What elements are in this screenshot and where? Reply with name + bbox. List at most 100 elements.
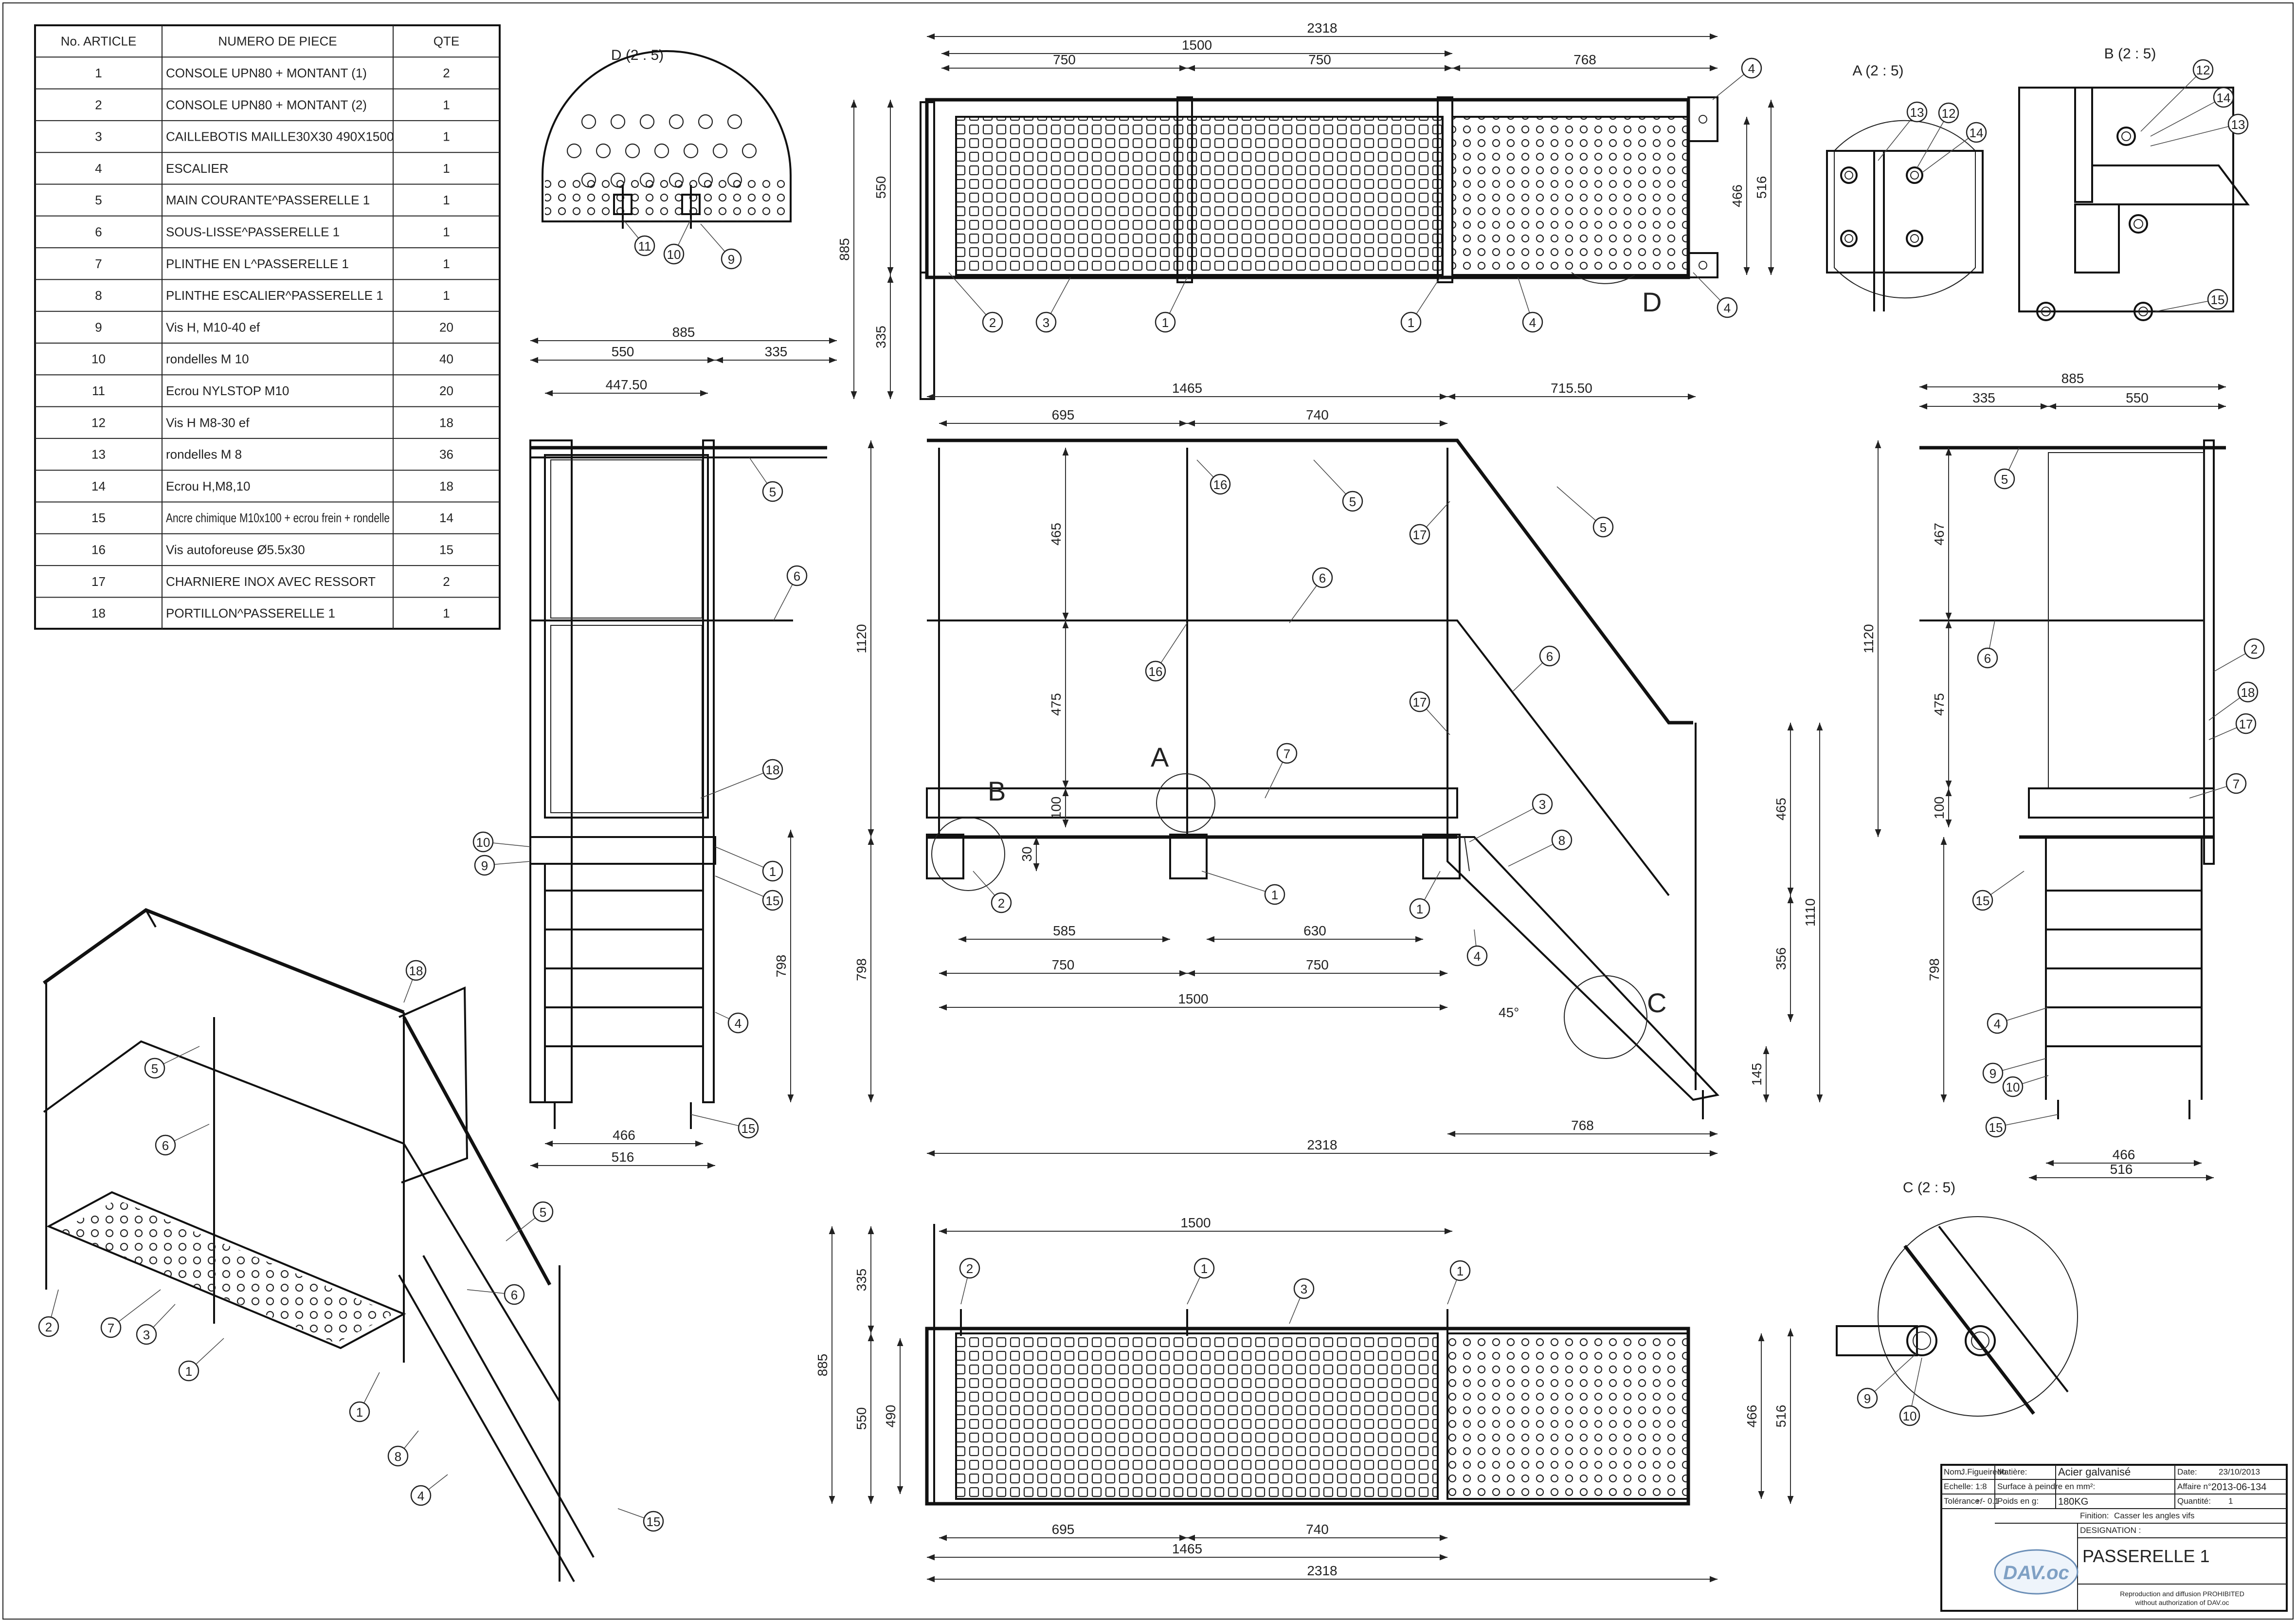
dimension-value: 750 xyxy=(1052,957,1075,972)
balloon-number: 3 xyxy=(143,1328,150,1342)
tb-matiere-label: Matière: xyxy=(1997,1467,2027,1476)
detail-c-title: C (2 : 5) xyxy=(1903,1180,1955,1196)
item-balloon: 6 xyxy=(786,565,808,586)
balloon-number: 4 xyxy=(417,1489,424,1503)
bom-name-cell: CAILLEBOTIS MAILLE30X30 490X1500 xyxy=(166,129,394,144)
bom-name-cell: SOUS-LISSE^PASSERELLE 1 xyxy=(166,224,340,239)
balloon-number: 14 xyxy=(1970,126,1984,140)
balloon-number: 15 xyxy=(766,893,780,908)
bom-name-cell: ESCALIER xyxy=(166,161,229,176)
item-balloon: 3 xyxy=(1293,1278,1315,1299)
balloon-number: 5 xyxy=(151,1061,158,1076)
balloon-number: 5 xyxy=(1349,494,1356,509)
item-balloon: 1 xyxy=(1193,1258,1215,1279)
angle-label: 45° xyxy=(1499,1005,1519,1020)
balloon-number: 6 xyxy=(1319,571,1326,585)
item-balloon: 10 xyxy=(2002,1076,2024,1097)
bom-no-cell: 3 xyxy=(95,129,102,144)
item-balloon: 2 xyxy=(959,1258,980,1279)
balloon-number: 12 xyxy=(1942,106,1956,121)
bom-name-cell: Vis H, M10-40 ef xyxy=(166,320,260,334)
bom-no-cell: 6 xyxy=(95,224,102,239)
bom-qty-cell: 1 xyxy=(443,97,450,112)
balloon-number: 16 xyxy=(1149,664,1163,679)
item-balloon: 1 xyxy=(1155,311,1176,333)
balloon-number: 10 xyxy=(476,835,490,850)
dimension-value: 585 xyxy=(1053,923,1076,938)
tb-matiere: Acier galvanisé xyxy=(2058,1466,2131,1478)
balloon-number: 3 xyxy=(1043,315,1049,330)
balloon-number: 4 xyxy=(1748,61,1755,76)
balloon-number: 4 xyxy=(1474,949,1481,964)
item-balloon: 8 xyxy=(387,1445,409,1467)
balloon-number: 5 xyxy=(540,1205,546,1220)
item-balloon: 2 xyxy=(982,311,1003,333)
dimension-value: 335 xyxy=(873,326,888,348)
bom-no-cell: 18 xyxy=(91,606,106,620)
item-balloon: 9 xyxy=(474,855,495,876)
balloon-number: 11 xyxy=(638,239,651,254)
dimension-value: 2318 xyxy=(1307,20,1337,36)
dimension-value: 516 xyxy=(1773,1405,1789,1428)
dimension-value: 335 xyxy=(765,344,788,359)
tb-designation-label: DESIGNATION : xyxy=(2080,1526,2141,1535)
dimension-value: 2318 xyxy=(1307,1137,1337,1152)
balloon-leader xyxy=(2155,299,2218,312)
bom-no-cell: 1 xyxy=(95,66,102,80)
balloon-number: 4 xyxy=(1994,1017,2001,1031)
balloon-number: 7 xyxy=(2233,777,2240,791)
dimension-value: 1500 xyxy=(1182,37,1212,53)
tb-date-label: Date: xyxy=(2177,1467,2197,1476)
bom-name-cell: Vis autoforeuse Ø5.5x30 xyxy=(166,542,305,557)
balloon-number: 5 xyxy=(769,485,776,499)
detail-b-title: B (2 : 5) xyxy=(2104,46,2156,62)
tb-finition-label: Finition: xyxy=(2080,1511,2109,1520)
balloon-number: 5 xyxy=(1600,520,1607,535)
logo-text: DAV.oc xyxy=(2003,1562,2069,1584)
dimension-value: 695 xyxy=(1052,1522,1075,1537)
bom-qty-cell: 1 xyxy=(443,129,450,144)
bom-no-cell: 10 xyxy=(91,352,106,366)
item-balloon: 15 xyxy=(2207,289,2228,310)
tb-quantite: 1 xyxy=(2228,1496,2233,1506)
bottom-view xyxy=(925,1224,1690,1506)
balloon-number: 1 xyxy=(1416,902,1423,916)
bom-no-cell: 11 xyxy=(92,383,105,398)
bom-qty-cell: 1 xyxy=(443,606,450,620)
top-view xyxy=(920,96,1718,400)
balloon-number: 9 xyxy=(481,858,488,873)
item-balloon: 10 xyxy=(472,831,494,853)
item-balloon: 1 xyxy=(1409,898,1430,919)
dimension-value: 467 xyxy=(1932,523,1947,546)
item-balloon: 13 xyxy=(2227,113,2249,135)
item-balloon: 12 xyxy=(2192,59,2214,80)
item-balloon: 2 xyxy=(2243,638,2265,659)
balloon-number: 5 xyxy=(2001,472,2008,487)
detail-view-d: D (2 : 5) xyxy=(542,47,792,229)
item-balloon: 10 xyxy=(663,243,685,265)
bom-no-cell: 14 xyxy=(91,479,106,493)
bom-qty-cell: 40 xyxy=(439,352,453,366)
balloon-leader xyxy=(1995,1114,2059,1128)
item-balloon: 15 xyxy=(643,1511,664,1532)
item-balloon: 16 xyxy=(1210,474,1231,495)
dimension-value: 695 xyxy=(1052,407,1075,422)
item-balloon: 14 xyxy=(2213,87,2234,108)
balloon-number: 12 xyxy=(2196,63,2210,77)
dimension-value: 750 xyxy=(1306,957,1329,972)
item-balloon: 17 xyxy=(1409,524,1430,545)
dimension-value: 356 xyxy=(1773,948,1789,970)
balloon-number: 15 xyxy=(647,1514,661,1529)
item-balloon: 7 xyxy=(100,1317,122,1338)
dimension-value: 1500 xyxy=(1178,991,1208,1006)
item-balloon: 15 xyxy=(1972,890,1993,911)
balloon-number: 1 xyxy=(356,1405,363,1420)
dimension-value: 465 xyxy=(1049,523,1064,546)
item-balloon: 15 xyxy=(1985,1116,2007,1138)
bom-qty-cell: 2 xyxy=(443,66,450,80)
dimension-value: 516 xyxy=(612,1149,634,1165)
dimension-value: 750 xyxy=(1308,52,1331,67)
balloon-number: 2 xyxy=(998,896,1005,911)
item-balloon: 14 xyxy=(1966,122,1987,143)
bom-no-cell: 8 xyxy=(95,288,102,303)
